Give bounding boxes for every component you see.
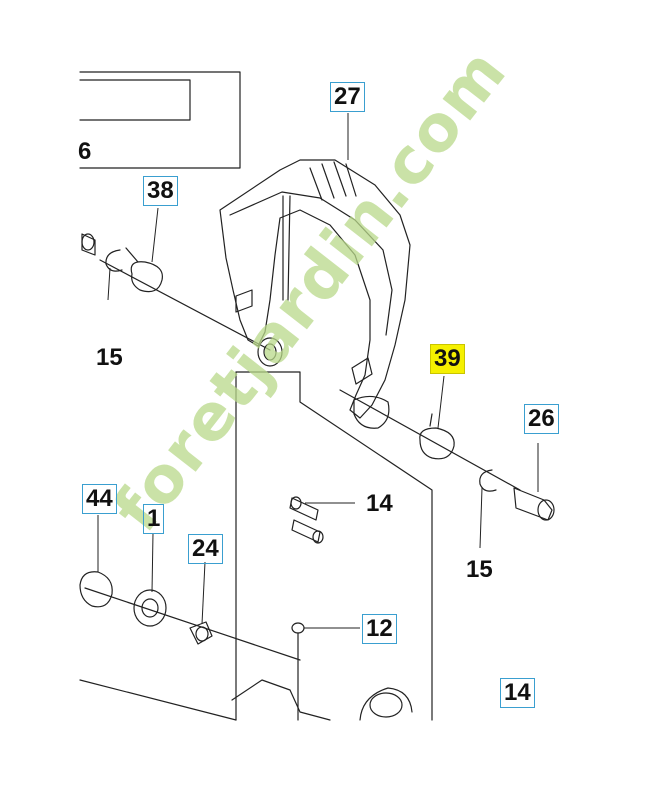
panel-top-left — [79, 71, 241, 169]
callout-15-right[interactable]: 15 — [466, 556, 493, 583]
bracket-27-ribs — [309, 161, 357, 201]
spring-39 — [419, 413, 455, 460]
pin-26 — [513, 487, 553, 521]
callout-14-b[interactable]: 14 — [500, 678, 535, 708]
callout-15-left[interactable]: 15 — [96, 344, 123, 371]
callout-24[interactable]: 24 — [188, 534, 223, 564]
spring-38 — [125, 247, 163, 293]
callout-26[interactable]: 26 — [524, 404, 559, 434]
callout-38[interactable]: 38 — [143, 176, 178, 206]
part-24 — [189, 621, 213, 645]
callout-39[interactable]: 39 — [430, 344, 465, 374]
bolt-12-head — [291, 622, 305, 634]
callout-12[interactable]: 12 — [362, 614, 397, 644]
callout-27[interactable]: 27 — [330, 82, 365, 112]
bolt-14-b — [291, 519, 321, 543]
bracket-27 — [219, 159, 411, 419]
circlip-15-right — [479, 469, 497, 492]
callout-6[interactable]: 6 — [78, 138, 92, 165]
bottom-assembly — [231, 679, 413, 721]
cap-44 — [79, 571, 113, 608]
panel-inner — [79, 79, 191, 121]
callout-1[interactable]: 1 — [143, 504, 165, 534]
frame-bottom-left — [79, 679, 237, 721]
callout-44[interactable]: 44 — [82, 484, 117, 514]
callout-14-a[interactable]: 14 — [366, 490, 393, 517]
circlip-15-left — [105, 249, 123, 272]
frame-center — [235, 371, 433, 721]
bearing-1 — [133, 589, 167, 627]
